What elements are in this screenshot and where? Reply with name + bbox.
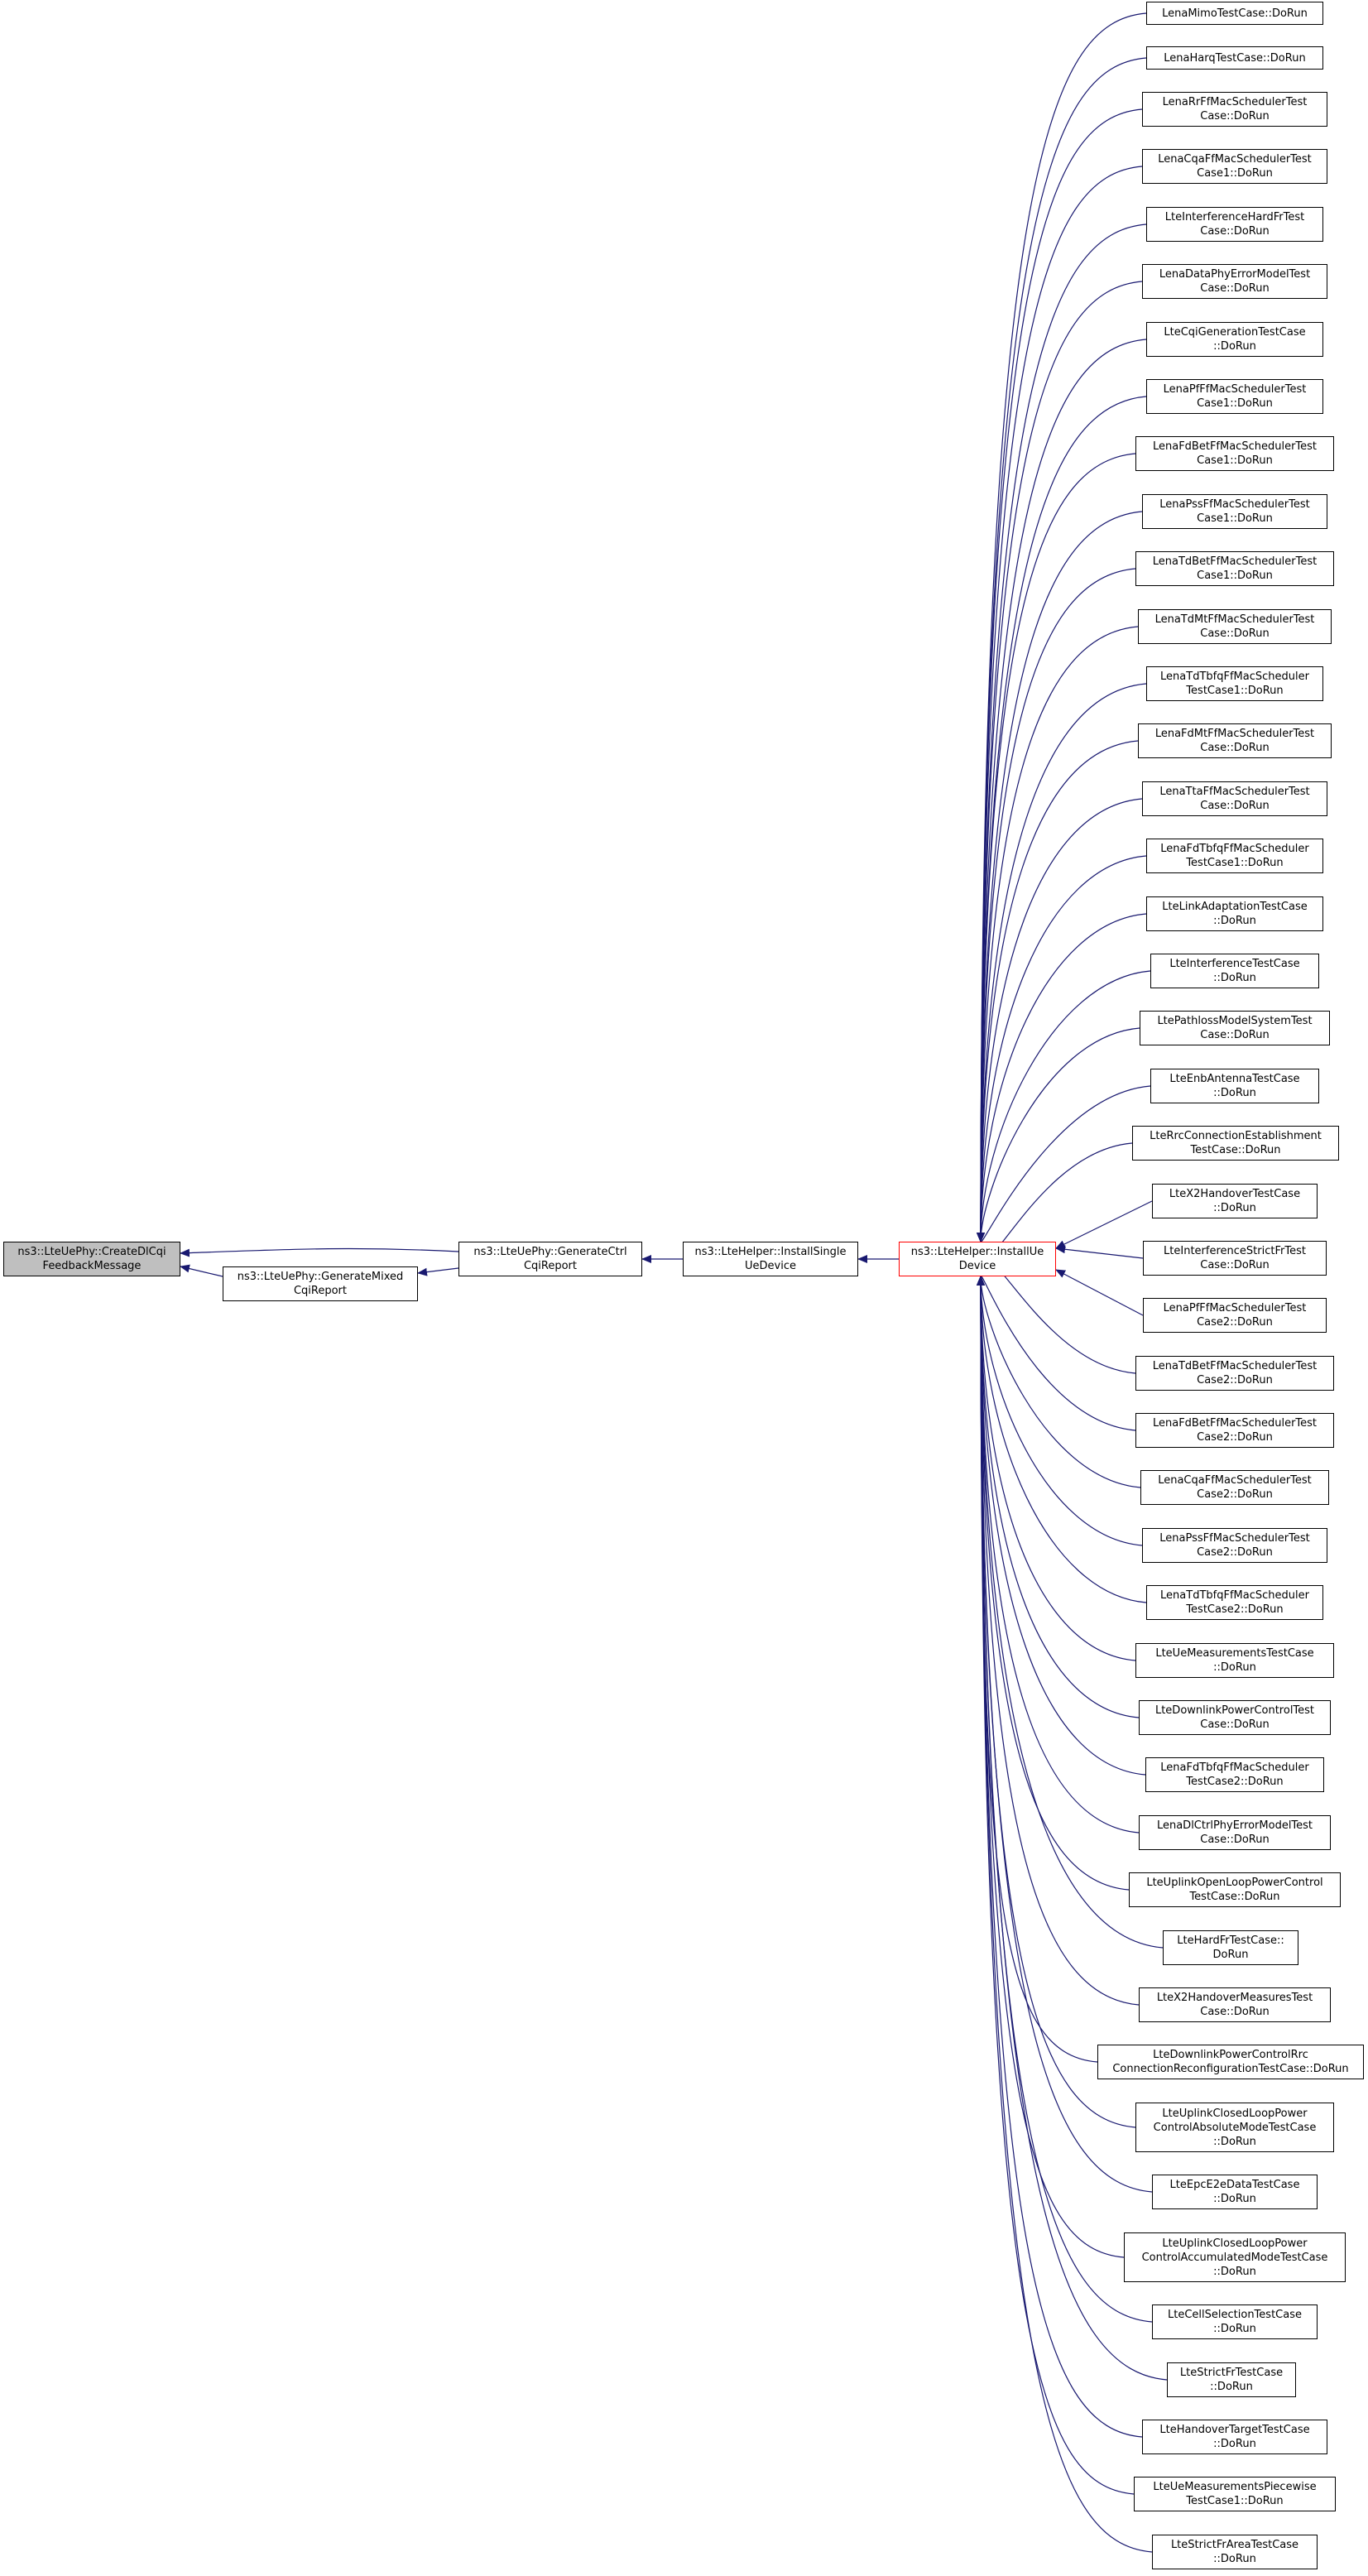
caller-node[interactable]: LteCqiGenerationTestCase ::DoRun	[1146, 322, 1323, 357]
caller-node[interactable]: LteUeMeasurementsPiecewise TestCase1::Do…	[1134, 2477, 1336, 2511]
edge-caller-to-install-ue-device	[977, 1276, 1168, 2381]
caller-node[interactable]: LteStrictFrAreaTestCase ::DoRun	[1152, 2535, 1318, 2569]
node-install-single-ue-device[interactable]: ns3::LteHelper::InstallSingle UeDevice	[683, 1242, 858, 1276]
edge-caller-to-install-ue-device	[977, 913, 1147, 1242]
caller-node[interactable]: LteInterferenceHardFrTest Case::DoRun	[1146, 207, 1323, 242]
caller-node[interactable]: LenaTdBetFfMacSchedulerTest Case1::DoRun	[1135, 551, 1334, 586]
caller-node[interactable]: LteUplinkClosedLoopPower ControlAccumula…	[1124, 2232, 1346, 2282]
edge-caller-to-install-ue-device	[1055, 1245, 1144, 1259]
caller-node[interactable]: LenaDataPhyErrorModelTest Case::DoRun	[1142, 264, 1327, 299]
caller-node[interactable]: LtePathlossModelSystemTest Case::DoRun	[1140, 1011, 1330, 1045]
edge-caller-to-install-ue-device	[977, 568, 1136, 1242]
caller-node[interactable]: LteUplinkClosedLoopPower ControlAbsolute…	[1135, 2103, 1334, 2152]
caller-node[interactable]: LenaPfFfMacSchedulerTest Case2::DoRun	[1143, 1298, 1327, 1333]
edge-generate-ctrl-to-generate-mixed	[417, 1267, 459, 1276]
edge-caller-to-install-ue-device	[977, 1276, 1136, 2128]
caller-node[interactable]: LenaCqaFfMacSchedulerTest Case1::DoRun	[1142, 149, 1327, 184]
edge-caller-to-install-ue-device	[977, 396, 1147, 1242]
caller-node[interactable]: LenaCqaFfMacSchedulerTest Case2::DoRun	[1140, 1470, 1329, 1505]
caller-node[interactable]: LteHandoverTargetTestCase ::DoRun	[1142, 2420, 1327, 2454]
caller-node[interactable]: LteLinkAdaptationTestCase ::DoRun	[1146, 896, 1323, 931]
edge-caller-to-install-ue-device	[977, 1276, 1143, 1546]
caller-node[interactable]: LenaPfFfMacSchedulerTest Case1::DoRun	[1146, 379, 1323, 414]
edge-caller-to-install-ue-device	[977, 1276, 1153, 2193]
caller-node[interactable]: LenaFdBetFfMacSchedulerTest Case2::DoRun	[1135, 1413, 1334, 1448]
edge-caller-to-install-ue-device	[977, 1276, 1140, 1718]
edge-caller-to-install-ue-device	[977, 453, 1136, 1242]
caller-node[interactable]: LteEnbAntennaTestCase ::DoRun	[1150, 1069, 1319, 1103]
caller-node[interactable]: LenaDlCtrlPhyErrorModelTest Case::DoRun	[1139, 1815, 1331, 1850]
edge-generate-mixed-to-create-dl-cqi	[180, 1264, 223, 1277]
caller-node[interactable]: LteDownlinkPowerControlTest Case::DoRun	[1139, 1700, 1331, 1735]
edge-caller-to-install-ue-device	[977, 108, 1143, 1242]
caller-node[interactable]: LenaTdMtFfMacSchedulerTest Case::DoRun	[1138, 609, 1332, 644]
edge-caller-to-install-ue-device	[977, 1276, 1135, 2495]
edge-caller-to-install-ue-device	[977, 1276, 1146, 1776]
caller-node[interactable]: LenaTdTbfqFfMacScheduler TestCase1::DoRu…	[1146, 666, 1323, 701]
edge-generate-ctrl-to-create-dl-cqi	[180, 1247, 459, 1257]
edge-caller-to-install-ue-device	[977, 626, 1139, 1242]
edge-caller-to-install-ue-device	[977, 1276, 1130, 1891]
caller-node[interactable]: LenaTdBetFfMacSchedulerTest Case2::DoRun	[1135, 1356, 1334, 1391]
edge-caller-to-install-ue-device	[977, 798, 1143, 1242]
caller-node[interactable]: LenaRrFfMacSchedulerTest Case::DoRun	[1142, 92, 1327, 127]
caller-node[interactable]: LteUplinkOpenLoopPowerControl TestCase::…	[1129, 1872, 1341, 1907]
node-generate-mixed-cqi-report[interactable]: ns3::LteUePhy::GenerateMixed CqiReport	[223, 1266, 418, 1301]
caller-node[interactable]: LteCellSelectionTestCase ::DoRun	[1152, 2304, 1318, 2339]
caller-node[interactable]: LenaTdTbfqFfMacScheduler TestCase2::DoRu…	[1146, 1585, 1323, 1620]
caller-node[interactable]: LteRrcConnectionEstablishment TestCase::…	[1132, 1126, 1339, 1161]
caller-node[interactable]: LenaFdTbfqFfMacScheduler TestCase1::DoRu…	[1146, 839, 1323, 873]
caller-node[interactable]: LteInterferenceTestCase ::DoRun	[1150, 954, 1319, 988]
edge-caller-to-install-ue-device	[977, 1276, 1153, 2553]
edge-caller-to-install-ue-device	[977, 223, 1147, 1242]
edge-caller-to-install-ue-device	[977, 855, 1147, 1242]
edge-caller-to-install-ue-device	[977, 740, 1139, 1242]
caller-node[interactable]: LteInterferenceStrictFrTest Case::DoRun	[1143, 1241, 1327, 1276]
caller-node[interactable]: LenaPssFfMacSchedulerTest Case1::DoRun	[1142, 494, 1327, 529]
node-create-dl-cqi-feedback-message[interactable]: ns3::LteUePhy::CreateDlCqi FeedbackMessa…	[3, 1242, 180, 1276]
edge-caller-to-install-ue-device	[977, 1276, 1140, 1833]
edge-caller-to-install-ue-device	[977, 339, 1147, 1242]
edge-caller-to-install-ue-device	[977, 970, 1151, 1242]
caller-node[interactable]: LenaTtaFfMacSchedulerTest Case::DoRun	[1142, 781, 1327, 816]
caller-node[interactable]: LenaFdMtFfMacSchedulerTest Case::DoRun	[1138, 723, 1332, 758]
caller-node[interactable]: LenaHarqTestCase::DoRun	[1146, 46, 1323, 70]
edge-caller-to-install-ue-device	[977, 511, 1143, 1242]
caller-node[interactable]: LteHardFrTestCase:: DoRun	[1163, 1930, 1298, 1965]
caller-node[interactable]: LteX2HandoverMeasuresTest Case::DoRun	[1139, 1987, 1331, 2022]
caller-node[interactable]: LenaPssFfMacSchedulerTest Case2::DoRun	[1142, 1528, 1327, 1563]
caller-node[interactable]: LteDownlinkPowerControlRrc ConnectionRec…	[1097, 2045, 1364, 2079]
caller-node[interactable]: LteEpcE2eDataTestCase ::DoRun	[1152, 2175, 1318, 2209]
edge-caller-to-install-ue-device	[977, 1027, 1140, 1242]
edge-caller-to-install-ue-device	[977, 683, 1147, 1242]
edge-caller-to-install-ue-device	[977, 166, 1143, 1242]
edge-caller-to-install-ue-device	[977, 1276, 1164, 1949]
edge-caller-to-install-ue-device	[1055, 1269, 1144, 1316]
edge-caller-to-install-ue-device	[977, 1085, 1151, 1252]
caller-node[interactable]: LenaFdTbfqFfMacScheduler TestCase2::DoRu…	[1145, 1757, 1324, 1792]
edge-caller-to-install-ue-device	[977, 1276, 1141, 1488]
caller-node[interactable]: LenaMimoTestCase::DoRun	[1146, 2, 1323, 25]
node-generate-ctrl-cqi-report[interactable]: ns3::LteUePhy::GenerateCtrl CqiReport	[458, 1242, 642, 1276]
edge-caller-to-install-ue-device	[977, 1276, 1136, 1661]
edge-caller-to-install-ue-device	[977, 1276, 1140, 2006]
caller-node[interactable]: LteStrictFrTestCase ::DoRun	[1167, 2362, 1296, 2397]
edge-caller-to-install-ue-device	[977, 1276, 1098, 2063]
node-install-ue-device[interactable]: ns3::LteHelper::InstallUe Device	[899, 1242, 1056, 1276]
caller-node[interactable]: LteUeMeasurementsTestCase ::DoRun	[1135, 1643, 1334, 1678]
caller-node[interactable]: LenaFdBetFfMacSchedulerTest Case1::DoRun	[1135, 436, 1334, 471]
edge-caller-to-install-ue-device	[1055, 1200, 1153, 1249]
edge-caller-to-install-ue-device	[977, 12, 1147, 1242]
edge-caller-to-install-ue-device	[977, 281, 1143, 1242]
caller-node[interactable]: LteX2HandoverTestCase ::DoRun	[1152, 1184, 1318, 1218]
edge-caller-to-install-ue-device	[977, 1276, 1147, 1603]
